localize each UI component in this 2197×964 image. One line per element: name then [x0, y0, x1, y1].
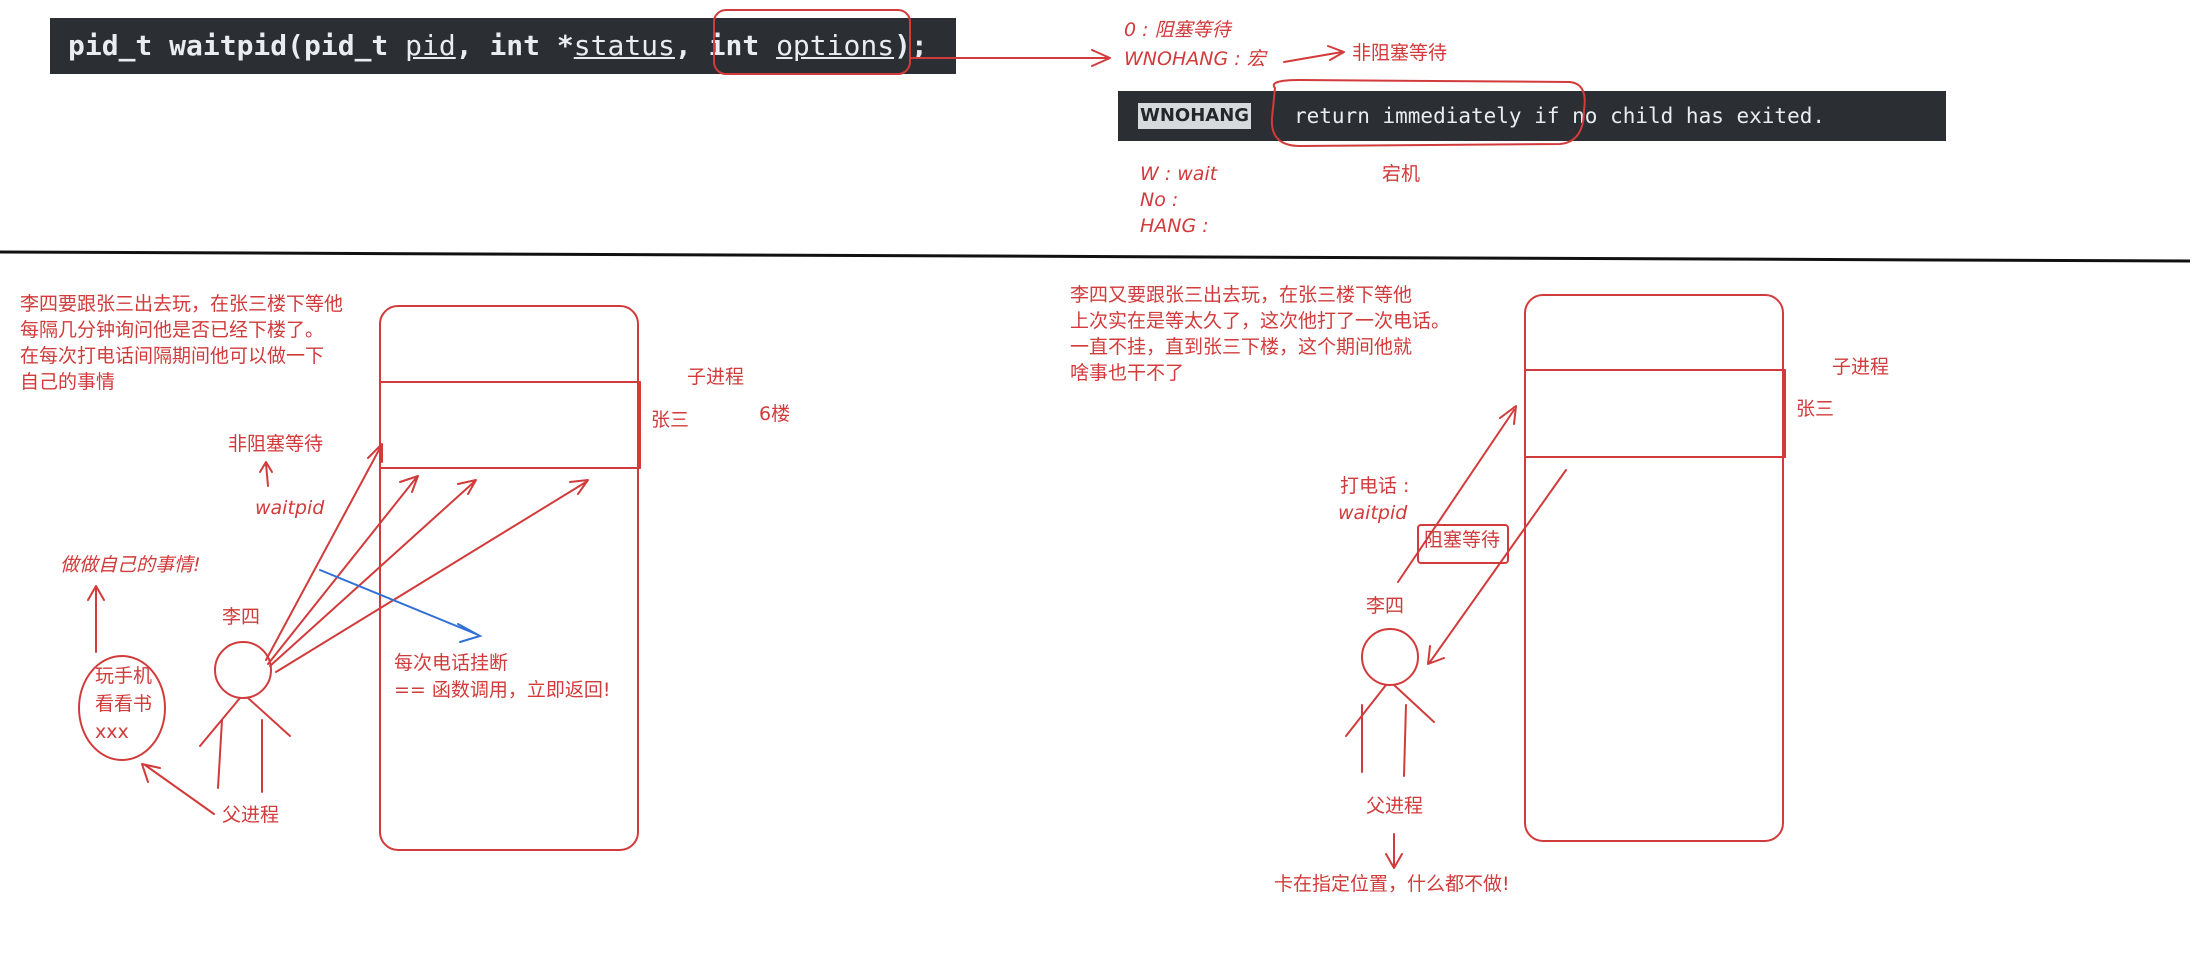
man-wnohang-line: WNOHANG return immediately if no child h… — [1118, 91, 1946, 141]
right-lisi: 李四 — [1366, 595, 1405, 617]
left-hangup-2: == 函数调用，立即返回! — [394, 679, 611, 701]
call-arrow-3 — [269, 479, 477, 667]
left-child: 子进程 — [687, 366, 745, 388]
code-sep2: , — [674, 29, 709, 62]
right-building — [1524, 294, 1784, 842]
left-do-own: 做做自己的事情! — [60, 554, 201, 576]
call-arrow-2 — [267, 475, 419, 665]
return-highlight — [1270, 79, 1586, 147]
left-floor: 6楼 — [759, 403, 791, 425]
code-int: int — [708, 29, 777, 62]
waitpid-up-arrow — [259, 461, 273, 487]
right-lisi-head — [1361, 628, 1419, 686]
blocking-box — [1417, 524, 1509, 564]
note-w-wait: W : wait — [1140, 163, 1218, 185]
man-text: return immediately if no child has exite… — [1294, 104, 1826, 128]
left-zhangsan: 张三 — [651, 409, 690, 431]
blue-return-arrow — [319, 569, 483, 643]
waitpid-signature: pid_t waitpid(pid_t pid, int *status, in… — [50, 18, 956, 74]
right-story-3: 一直不挂，直到张三下楼，这个期间他就 — [1070, 336, 1413, 358]
bubble-line-3: xxx — [95, 721, 129, 743]
code-pid: pid — [405, 29, 456, 62]
left-story-4: 自己的事情 — [20, 371, 116, 393]
parent-to-bubble-arrow — [141, 763, 215, 815]
right-lisi-body — [1345, 684, 1435, 777]
man-flag: WNOHANG — [1138, 103, 1252, 129]
right-stuck: 卡在指定位置，什么都不做! — [1274, 873, 1510, 895]
code-options: options — [776, 29, 895, 62]
note-opt0: 0 : 阻塞等待 — [1124, 19, 1231, 41]
left-story-3: 在每次打电话间隔期间他可以做一下 — [20, 345, 325, 367]
note-no: No : — [1140, 189, 1179, 211]
bubble-line-2: 看看书 — [95, 693, 153, 715]
left-nonblocking-label: 非阻塞等待 — [228, 433, 324, 455]
right-child: 子进程 — [1832, 356, 1890, 378]
call-arrow-1 — [265, 443, 383, 661]
right-story-1: 李四又要跟张三出去玩，在张三楼下等他 — [1070, 284, 1413, 306]
left-hangup-1: 每次电话挂断 — [394, 652, 509, 674]
right-call-arrow — [1397, 405, 1517, 583]
right-call-label: 打电话 : — [1340, 475, 1410, 497]
code-prefix: pid_t waitpid(pid_t — [68, 29, 406, 62]
code-sep1: , int * — [455, 29, 574, 62]
left-lisi: 李四 — [222, 606, 261, 628]
note-crash: 宕机 — [1382, 163, 1421, 185]
left-story-2: 每隔几分钟询问他是否已经下楼了。 — [20, 319, 325, 341]
right-story-2: 上次实在是等太久了，这次他打了一次电话。 — [1070, 310, 1451, 332]
left-lisi-head — [214, 641, 272, 699]
right-return-arrow — [1427, 469, 1567, 665]
note-hang: HANG : — [1140, 215, 1209, 237]
bubble-up-arrow — [87, 585, 105, 653]
call-arrow-4 — [275, 479, 589, 673]
right-story-4: 啥事也干不了 — [1070, 362, 1185, 384]
left-story-1: 李四要跟张三出去玩，在张三楼下等他 — [20, 293, 344, 315]
section-divider — [0, 250, 2191, 263]
note-nonblocking: 非阻塞等待 — [1352, 42, 1448, 64]
right-zhangsan: 张三 — [1796, 398, 1835, 420]
left-parent: 父进程 — [222, 804, 280, 826]
bubble-line-1: 玩手机 — [95, 665, 153, 687]
right-parent: 父进程 — [1366, 795, 1424, 817]
code-status: status — [573, 29, 675, 62]
left-activity-bubble — [78, 655, 166, 761]
parent-down-arrow — [1385, 833, 1403, 869]
right-waitpid-label: waitpid — [1338, 502, 1408, 524]
left-building — [379, 305, 639, 851]
right-blocking-label: 阻塞等待 — [1424, 529, 1501, 551]
left-lisi-body — [199, 697, 291, 793]
left-waitpid-label: waitpid — [255, 497, 325, 519]
options-highlight — [713, 9, 911, 75]
options-arrow — [909, 49, 1111, 67]
wnohang-arrow — [1283, 45, 1345, 63]
note-wnohang: WNOHANG : 宏 — [1124, 48, 1266, 70]
